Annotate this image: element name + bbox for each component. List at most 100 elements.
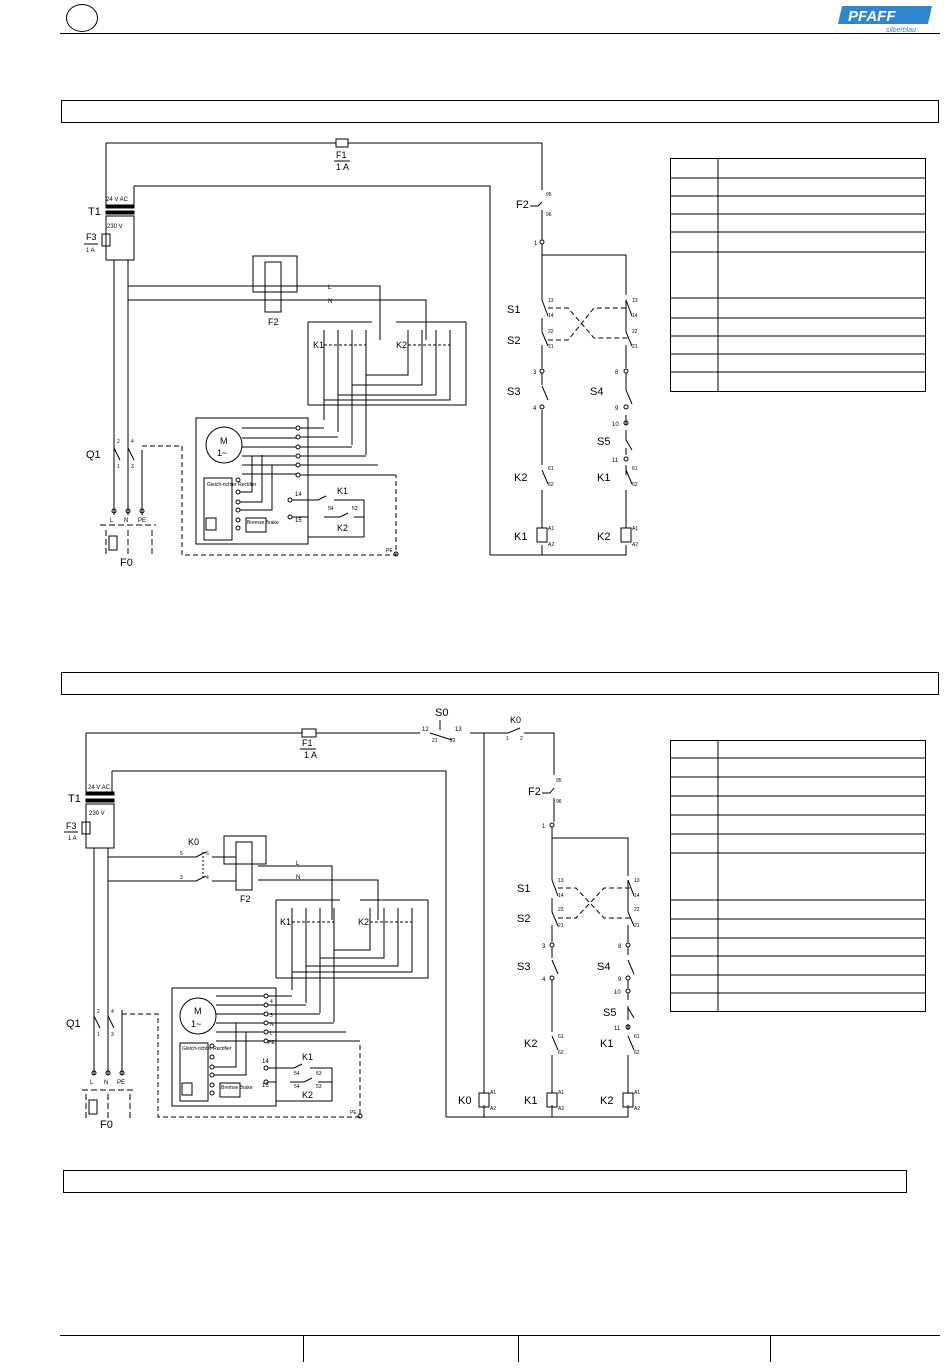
svg-text:1: 1 [97,1032,100,1038]
svg-text:13: 13 [632,298,638,304]
legend-table-2 [670,740,926,1012]
svg-text:M: M [194,1006,202,1016]
svg-text:13: 13 [548,298,554,304]
svg-text:A1: A1 [634,1090,640,1096]
svg-text:21: 21 [548,344,554,350]
svg-text:11: 11 [614,1026,621,1032]
footer-divider-3 [770,1336,771,1362]
svg-text:4: 4 [270,999,273,1005]
svg-text:62: 62 [548,482,554,488]
svg-text:Gleich-richter Rectifier: Gleich-richter Rectifier [207,482,257,488]
coil-k2-icon [620,527,632,543]
svg-text:A1: A1 [558,1090,564,1096]
svg-text:PE: PE [386,548,393,554]
svg-text:A2: A2 [548,542,554,548]
svg-text:K0: K0 [510,715,521,725]
svg-text:F1: F1 [302,738,313,748]
legend-table-1 [670,158,926,392]
svg-text:F1: F1 [336,150,347,160]
svg-text:S2: S2 [517,913,530,925]
svg-text:F2: F2 [240,894,251,904]
svg-text:1 A: 1 A [68,836,77,842]
svg-text:14: 14 [295,492,302,498]
svg-text:K2: K2 [337,523,348,533]
svg-text:62: 62 [632,482,638,488]
svg-text:N: N [328,299,332,305]
svg-text:K2: K2 [358,917,369,927]
svg-text:1~: 1~ [217,448,227,458]
svg-text:8: 8 [618,944,622,950]
svg-text:13: 13 [455,727,462,733]
svg-text:3: 3 [111,1032,114,1038]
svg-text:21: 21 [634,923,640,929]
svg-text:22: 22 [632,329,638,335]
svg-text:54: 54 [294,1071,300,1077]
svg-text:230 V: 230 V [107,224,123,230]
svg-text:K1: K1 [337,486,348,496]
svg-text:K1: K1 [524,1095,537,1107]
svg-text:PE: PE [350,1110,357,1116]
svg-text:22: 22 [450,738,456,744]
svg-text:L: L [270,1031,273,1037]
svg-text:K1: K1 [514,531,527,543]
svg-text:Q1: Q1 [86,449,101,461]
svg-text:K0: K0 [458,1095,471,1107]
motor-icon [179,997,217,1035]
svg-text:10: 10 [612,422,619,428]
svg-text:K0: K0 [188,837,199,847]
motor-block [195,417,309,545]
footer-divider-1 [303,1336,304,1362]
svg-text:N: N [296,875,300,881]
svg-text:4: 4 [542,977,546,983]
svg-text:24 V AC: 24 V AC [106,197,129,203]
svg-text:S5: S5 [597,436,610,448]
relay-f2-icon [252,255,298,293]
svg-text:L: L [90,1080,94,1086]
svg-text:1: 1 [542,824,546,830]
svg-text:N: N [270,1022,274,1028]
relay-f2-icon [223,835,267,865]
svg-text:8: 8 [615,370,619,376]
coil-k0-icon [478,1092,490,1108]
svg-text:K2: K2 [396,340,407,350]
svg-text:Bremse Brake: Bremse Brake [247,520,279,526]
svg-text:96: 96 [546,212,552,218]
svg-text:Q1: Q1 [66,1018,81,1030]
svg-text:2: 2 [117,439,120,445]
svg-text:62: 62 [634,1050,640,1056]
svg-text:95: 95 [556,778,562,784]
language-badge [66,4,98,32]
svg-text:S2: S2 [507,335,520,347]
svg-text:61: 61 [558,1034,564,1040]
svg-text:13: 13 [634,878,640,884]
coil-k1-icon [536,527,548,543]
svg-text:F2: F2 [268,317,279,327]
svg-text:K2: K2 [524,1038,537,1050]
transformer-t1-icon [85,791,115,796]
svg-text:K2: K2 [514,472,527,484]
svg-text:5: 5 [180,851,183,857]
svg-text:K1: K1 [313,340,324,350]
svg-text:L: L [296,861,300,867]
svg-text:S3: S3 [507,386,520,398]
svg-text:54: 54 [294,1084,300,1090]
svg-text:A2: A2 [634,1106,640,1112]
svg-text:14: 14 [262,1059,269,1065]
section-title-box-2 [61,672,939,695]
svg-text:96: 96 [556,799,562,805]
svg-text:53: 53 [352,506,358,512]
svg-text:22: 22 [548,329,554,335]
svg-text:F0: F0 [100,1119,113,1131]
svg-text:S1: S1 [517,883,530,895]
svg-text:L: L [110,518,114,524]
svg-text:PE: PE [268,1040,275,1046]
svg-text:1 A: 1 A [336,162,349,172]
svg-text:61: 61 [548,466,554,472]
svg-text:95: 95 [546,192,552,198]
svg-text:3: 3 [533,370,537,376]
svg-text:61: 61 [634,1034,640,1040]
svg-text:Gleich-richter Rectifier: Gleich-richter Rectifier [182,1046,232,1052]
section-title-box-3 [63,1170,907,1193]
svg-text:11: 11 [612,458,619,464]
footer-rule [60,1335,940,1336]
